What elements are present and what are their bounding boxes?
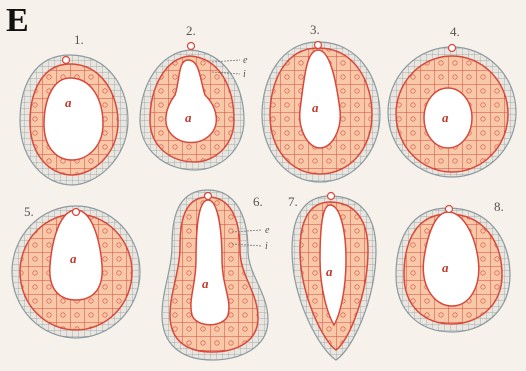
figure-3-cavity-label: a — [312, 100, 319, 115]
figure-8-cavity-label: a — [442, 260, 449, 275]
figure-2-cavity-label: a — [185, 110, 192, 125]
figure-6-cavity-label: a — [202, 276, 209, 291]
figure-2: e i 2. a — [140, 23, 248, 170]
figure-6-number: 6. — [253, 194, 263, 209]
figure-5-number: 5. — [24, 204, 34, 219]
figure-1-cavity-label: a — [65, 95, 72, 110]
figure-3: 3. a — [262, 22, 380, 182]
figure-2-number: 2. — [186, 23, 196, 38]
figure-4: 4. a — [388, 24, 516, 177]
figure-4-cavity-label: a — [442, 110, 449, 125]
figure-3-number: 3. — [310, 22, 320, 37]
figure-5: 5. a — [12, 204, 140, 338]
figure-6-mark-i: i — [265, 241, 268, 252]
figure-7: 7. a — [288, 193, 376, 361]
figure-8: 8. a — [396, 199, 510, 332]
figure-5-cavity-label: a — [70, 251, 77, 266]
figure-2-mark-e: e — [243, 55, 248, 66]
figure-1: 1. a — [20, 32, 128, 185]
figure-6-mark-e: e — [265, 225, 270, 236]
figure-6: e i 6. a — [162, 190, 270, 360]
figure-8-number: 8. — [494, 199, 504, 214]
figure-7-number: 7. — [288, 194, 298, 209]
figure-4-number: 4. — [450, 24, 460, 39]
figure-2-mark-i: i — [243, 69, 246, 80]
figure-1-number: 1. — [74, 32, 84, 47]
figure-7-cavity-label: a — [326, 264, 333, 279]
